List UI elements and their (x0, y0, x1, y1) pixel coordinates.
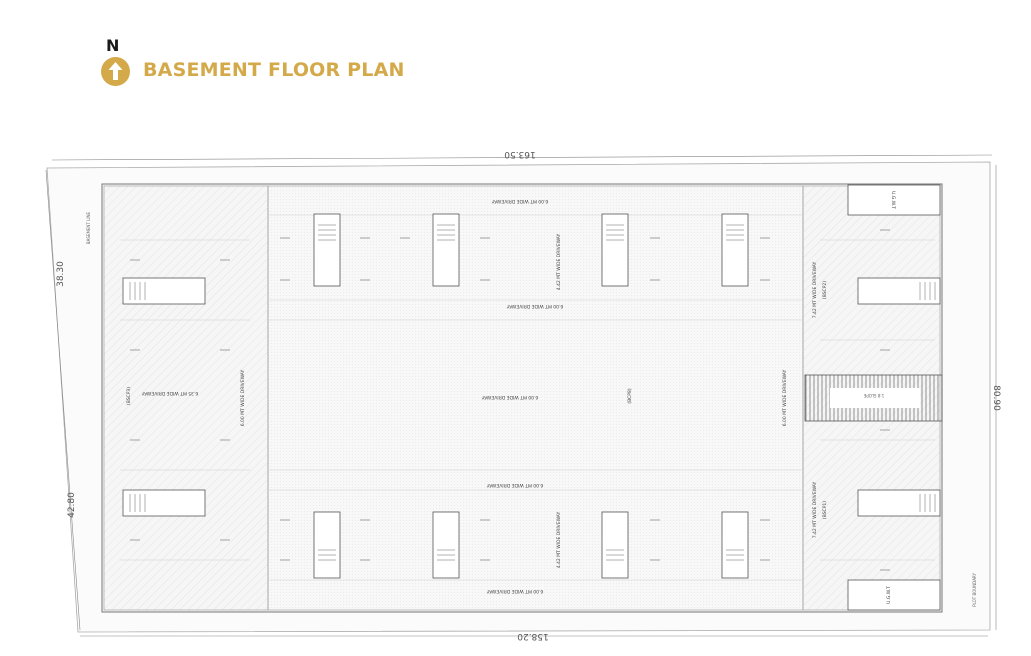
block-right-lower-label: (BSCP1) (822, 501, 828, 519)
dim-right: 80.90 (991, 385, 1001, 411)
driveway-right-lower-label: 7.42 MT WIDE DRIVEWAY (812, 481, 818, 538)
driveway-center-upper-label: 4.42 MT WIDE DRIVEWAY (556, 233, 562, 290)
basement-line-label: BASEMENT LINE (86, 211, 91, 244)
dim-left-upper: 38.30 (56, 261, 66, 287)
driveway-center-lower-label: 4.42 MT WIDE DRIVEWAY (556, 511, 562, 568)
water-tank-top (847, 184, 941, 216)
north-label: N (106, 36, 120, 55)
stair-treads (129, 224, 936, 561)
plot-boundary-label: PLOT BOUNDARY (972, 573, 977, 607)
dim-left-lower: 42.80 (67, 492, 77, 518)
dimension-lines (45, 154, 997, 637)
ramp-label-bg (830, 388, 920, 408)
driveway-upper-mid-label: 6.00 MT WIDE DRIVEWAY (506, 303, 563, 309)
driveway-bottom-label: 6.00 MT WIDE DRIVEWAY (486, 588, 543, 594)
driveway-left-block-label: 6.35 MT WIDE DRIVEWAY (141, 390, 198, 396)
block-center-label: (BCP8) (627, 388, 633, 403)
left-parking-area (103, 185, 269, 611)
north-arrow-icon (101, 57, 130, 86)
parking-stall-grid (120, 214, 935, 581)
tank-top-label: U.G.W.T (890, 191, 896, 209)
driveway-center-label: 6.00 MT WIDE DRIVEWAY (481, 394, 538, 400)
central-parking-area (267, 185, 804, 611)
plan-title: BASEMENT FLOOR PLAN (143, 59, 405, 81)
stall-markers (130, 229, 890, 571)
driveway-right-vertical-label: 6.00 MT WIDE DRIVEWAY (782, 369, 788, 426)
driveway-lower-mid-label: 6.00 MT WIDE DRIVEWAY (486, 482, 543, 488)
stair-cores (122, 213, 941, 579)
dim-bottom: 158.20 (517, 631, 549, 641)
driveway-top-label: 6.00 MT WIDE DRIVEWAY (491, 198, 548, 204)
tank-bottom-label: U.G.W.T (886, 586, 892, 604)
driveway-left-vertical-label: 6.00 MT WIDE DRIVEWAY (240, 369, 246, 426)
block-left-label: (BSCP3) (126, 387, 132, 405)
driveway-right-upper-label: 7.42 MT WIDE DRIVEWAY (812, 261, 818, 318)
water-tank-bottom (847, 579, 941, 611)
dim-top: 163.50 (504, 149, 536, 159)
block-right-upper-label: (BSCP2) (822, 281, 828, 299)
ramp-slope-label: 1:8 SLOPE (863, 393, 884, 398)
